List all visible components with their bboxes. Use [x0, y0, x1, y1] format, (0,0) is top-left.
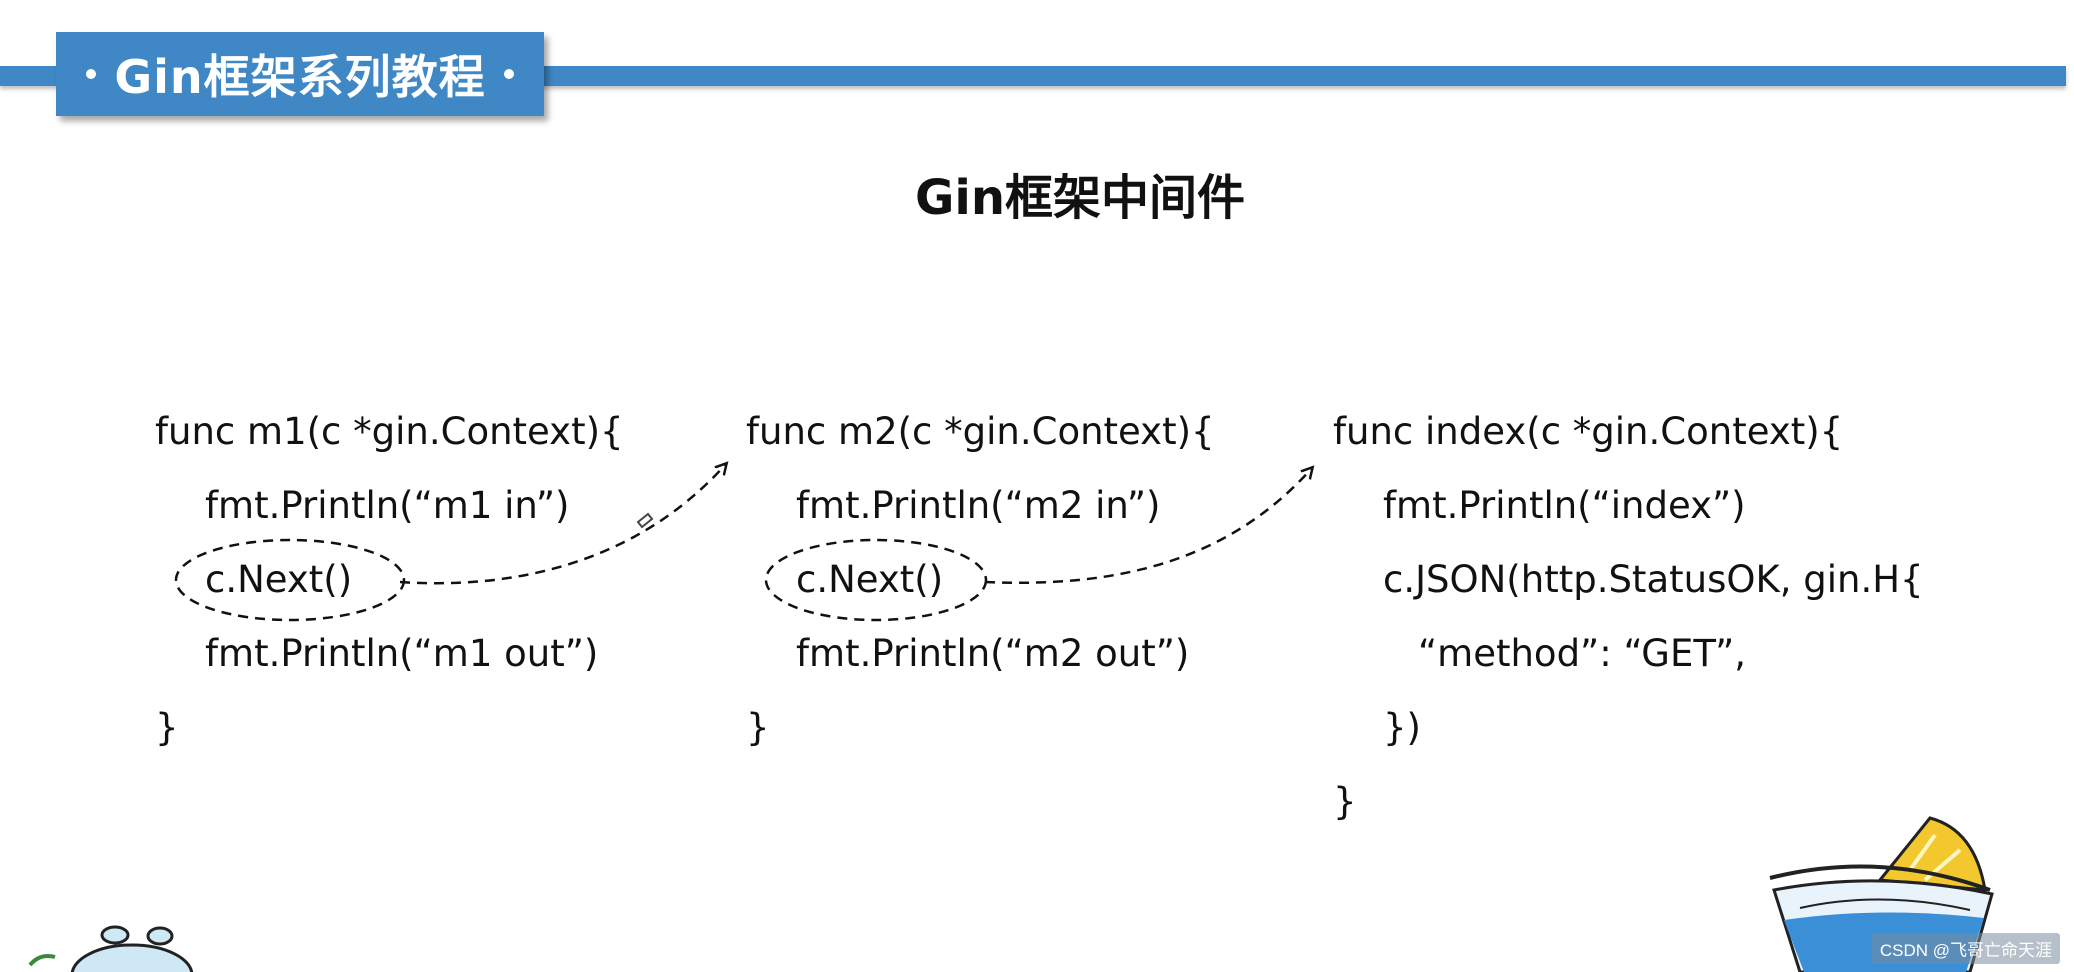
- code-line: fmt.Println(“m1 in”): [205, 484, 570, 527]
- code-line: }): [1383, 706, 1421, 749]
- code-line: }: [1333, 780, 1357, 823]
- code-line: }: [746, 706, 770, 749]
- next-call-circle-m2: [764, 538, 988, 622]
- code-line: func m1(c *gin.Context){: [155, 410, 624, 453]
- banner-dot-right: [503, 69, 514, 79]
- banner-title: Gin框架系列教程: [114, 50, 486, 104]
- code-line: func m2(c *gin.Context){: [746, 410, 1215, 453]
- code-line: }: [155, 706, 179, 749]
- code-line: “method”: “GET”,: [1418, 632, 1747, 675]
- code-line: c.JSON(http.StatusOK, gin.H{: [1383, 558, 1924, 601]
- banner-dot-left: [86, 69, 97, 79]
- code-line: fmt.Println(“index”): [1383, 484, 1746, 527]
- code-line: fmt.Println(“m1 out”): [205, 632, 599, 675]
- arrow-m1-to-m2: [399, 464, 726, 585]
- code-line: func index(c *gin.Context){: [1333, 410, 1844, 453]
- next-call-circle-m1: [174, 538, 406, 622]
- slide-title: Gin框架中间件: [914, 170, 1246, 226]
- pencil-mark: [636, 512, 654, 529]
- code-line: fmt.Println(“m2 out”): [796, 632, 1190, 675]
- code-line-next-call: c.Next(): [205, 558, 353, 601]
- mascot-illustration: [28, 925, 194, 972]
- csdn-watermark: CSDN @飞哥亡命天涯: [1871, 933, 2060, 964]
- code-line: fmt.Println(“m2 in”): [796, 484, 1161, 527]
- arrow-m2-to-index: [984, 468, 1312, 584]
- code-line-next-call: c.Next(): [796, 558, 944, 601]
- series-banner: Gin框架系列教程: [56, 32, 544, 116]
